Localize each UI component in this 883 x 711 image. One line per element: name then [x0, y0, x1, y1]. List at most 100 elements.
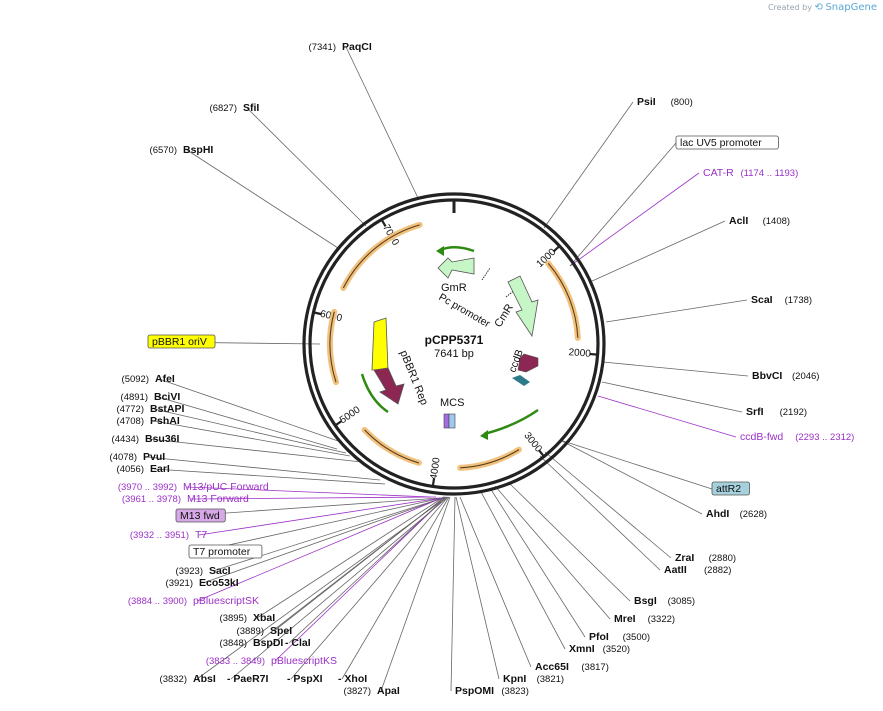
inner-features: GmR Pc promoter CmR ccdB pBBR1 Rep MCS p… [360, 246, 539, 440]
site-label[interactable]: (3895)XbaI [220, 612, 276, 624]
site-label[interactable]: (3832)AbsI [160, 673, 216, 685]
credit-brand: SnapGene [825, 2, 877, 13]
site-label[interactable]: lac UV5 promoter [675, 135, 779, 150]
site-label[interactable]: M13 fwd [175, 508, 226, 523]
feature-box [711, 481, 750, 496]
leader-line [489, 487, 586, 638]
site-label[interactable]: PsiI(800) [637, 96, 693, 108]
site-label[interactable]: (3884 .. 3900)pBluescriptSK [128, 595, 259, 607]
mcs-label: MCS [440, 397, 464, 409]
site-label[interactable]: CAT-R(1174 .. 1193) [703, 167, 798, 179]
site-label[interactable]: (4772)BstAPI [117, 403, 185, 415]
site-name: ZraI [675, 552, 694, 564]
site-label[interactable]: (3827)ApaI [344, 685, 400, 697]
site-name: PspOMI [455, 685, 494, 697]
site-label[interactable]: Acc65I(3817) [535, 661, 609, 673]
site-name: ScaI [751, 294, 773, 306]
site-label[interactable]: (5092)AfeI [122, 373, 175, 385]
site-label[interactable]: (3921)Eco53kI [166, 577, 239, 589]
leader-line [148, 438, 363, 463]
ruler-tick [313, 311, 322, 316]
site-label[interactable]: KpnI(3821) [503, 673, 564, 685]
site-label[interactable]: (4056)EarI [117, 463, 170, 475]
site-label[interactable]: (4434)Bsu36I [112, 433, 180, 445]
site-label[interactable]: - XhoI [338, 673, 367, 685]
site-label[interactable]: (3961 .. 3978)M13 Forward [122, 493, 249, 505]
orf-arc [361, 426, 422, 466]
site-coord: (3322) [648, 614, 675, 625]
site-label[interactable]: (3889)SpeI [237, 625, 293, 637]
leader-line [341, 496, 450, 680]
site-coord: (2628) [740, 509, 767, 520]
site-label[interactable]: (3848)BspDI [220, 637, 284, 649]
site-label[interactable]: (7341)PaqCI [309, 41, 372, 53]
leader-line [559, 439, 713, 490]
site-name: XbaI [253, 612, 275, 624]
leader-line [507, 481, 631, 602]
site-name: - ClaI [285, 637, 311, 649]
ccdb-small-icon [512, 375, 530, 386]
leader-line [153, 408, 347, 454]
site-name: PsiI [637, 96, 656, 108]
site-name: PfoI [589, 631, 609, 643]
leader-line [450, 496, 456, 692]
site-coord: (3817) [581, 662, 608, 673]
leader-line [196, 496, 445, 602]
site-label[interactable]: AclI(1408) [729, 215, 790, 227]
site-label[interactable]: attR2 [711, 481, 750, 496]
site-name: AatII [664, 564, 687, 576]
site-label[interactable]: BsgI(3085) [634, 595, 695, 607]
leader-line [589, 220, 726, 283]
site-label[interactable]: PspOMI(3823) [455, 685, 529, 697]
feature-box [675, 135, 779, 150]
leader-line [196, 497, 443, 553]
site-label[interactable]: SrfI(2192) [746, 406, 807, 418]
site-coord: (3085) [668, 596, 695, 607]
site-label[interactable]: (6570)BspHI [150, 144, 214, 156]
ccdb-arrow-icon [517, 353, 539, 373]
leader-line [605, 299, 748, 323]
site-label[interactable]: MreI(3322) [614, 613, 675, 625]
site-name: AfeI [155, 373, 175, 385]
site-label[interactable]: (3932 .. 3951)T7 [130, 529, 208, 541]
site-name: lac UV5 promoter [680, 137, 762, 149]
ruler-tick-label: 5000 [338, 404, 363, 426]
site-label[interactable]: AatII(2882) [664, 564, 731, 576]
site-label[interactable]: pBBR1 oriV [147, 334, 216, 349]
site-label[interactable]: (4708)PshAI [117, 415, 180, 427]
site-name: ccdB-fwd [740, 431, 783, 443]
site-label[interactable]: (3970 .. 3992)M13/pUC Forward [118, 481, 269, 493]
site-label[interactable]: AhdI(2628) [706, 508, 767, 520]
gmr-arrow-icon [437, 257, 475, 279]
site-label[interactable]: (6827)SfiI [210, 102, 260, 114]
ruler-tick [552, 245, 561, 253]
site-coord: (3520) [603, 644, 630, 655]
leader-line [569, 172, 700, 267]
ruler-tick [334, 419, 343, 427]
site-label[interactable]: PfoI(3500) [589, 631, 650, 643]
site-label[interactable]: (3923)SacI [176, 565, 231, 577]
site-label[interactable]: - PaeR7I [227, 673, 269, 685]
site-label[interactable]: BbvCI(2046) [752, 370, 819, 382]
leader-line [544, 451, 672, 559]
site-label[interactable]: (4891)BciVI [121, 391, 181, 403]
site-label[interactable]: ccdB-fwd(2293 .. 2312) [740, 431, 854, 443]
site-label[interactable]: (3833 .. 3849)pBluescriptKS [206, 655, 337, 667]
leader-line [212, 497, 444, 572]
site-label[interactable]: ZraI(2880) [675, 552, 736, 564]
orf-arc-line [364, 429, 420, 464]
site-label[interactable]: T7 promoter [188, 544, 263, 559]
site-label[interactable]: (4078)PvuI [110, 451, 166, 463]
site-name: SacI [209, 565, 231, 577]
site-label[interactable]: XmnI(3520) [569, 643, 630, 655]
site-coord: (3884 .. 3900) [128, 596, 187, 607]
site-name: M13 Forward [187, 493, 249, 505]
site-label[interactable]: ScaI(1738) [751, 294, 812, 306]
site-coord: (4708) [117, 416, 144, 427]
site-label[interactable]: - ClaI [285, 637, 311, 649]
site-label[interactable]: - PspXI [287, 673, 323, 685]
leader-line [153, 468, 386, 485]
site-name: BspHI [183, 144, 213, 156]
leader-line [146, 456, 381, 481]
